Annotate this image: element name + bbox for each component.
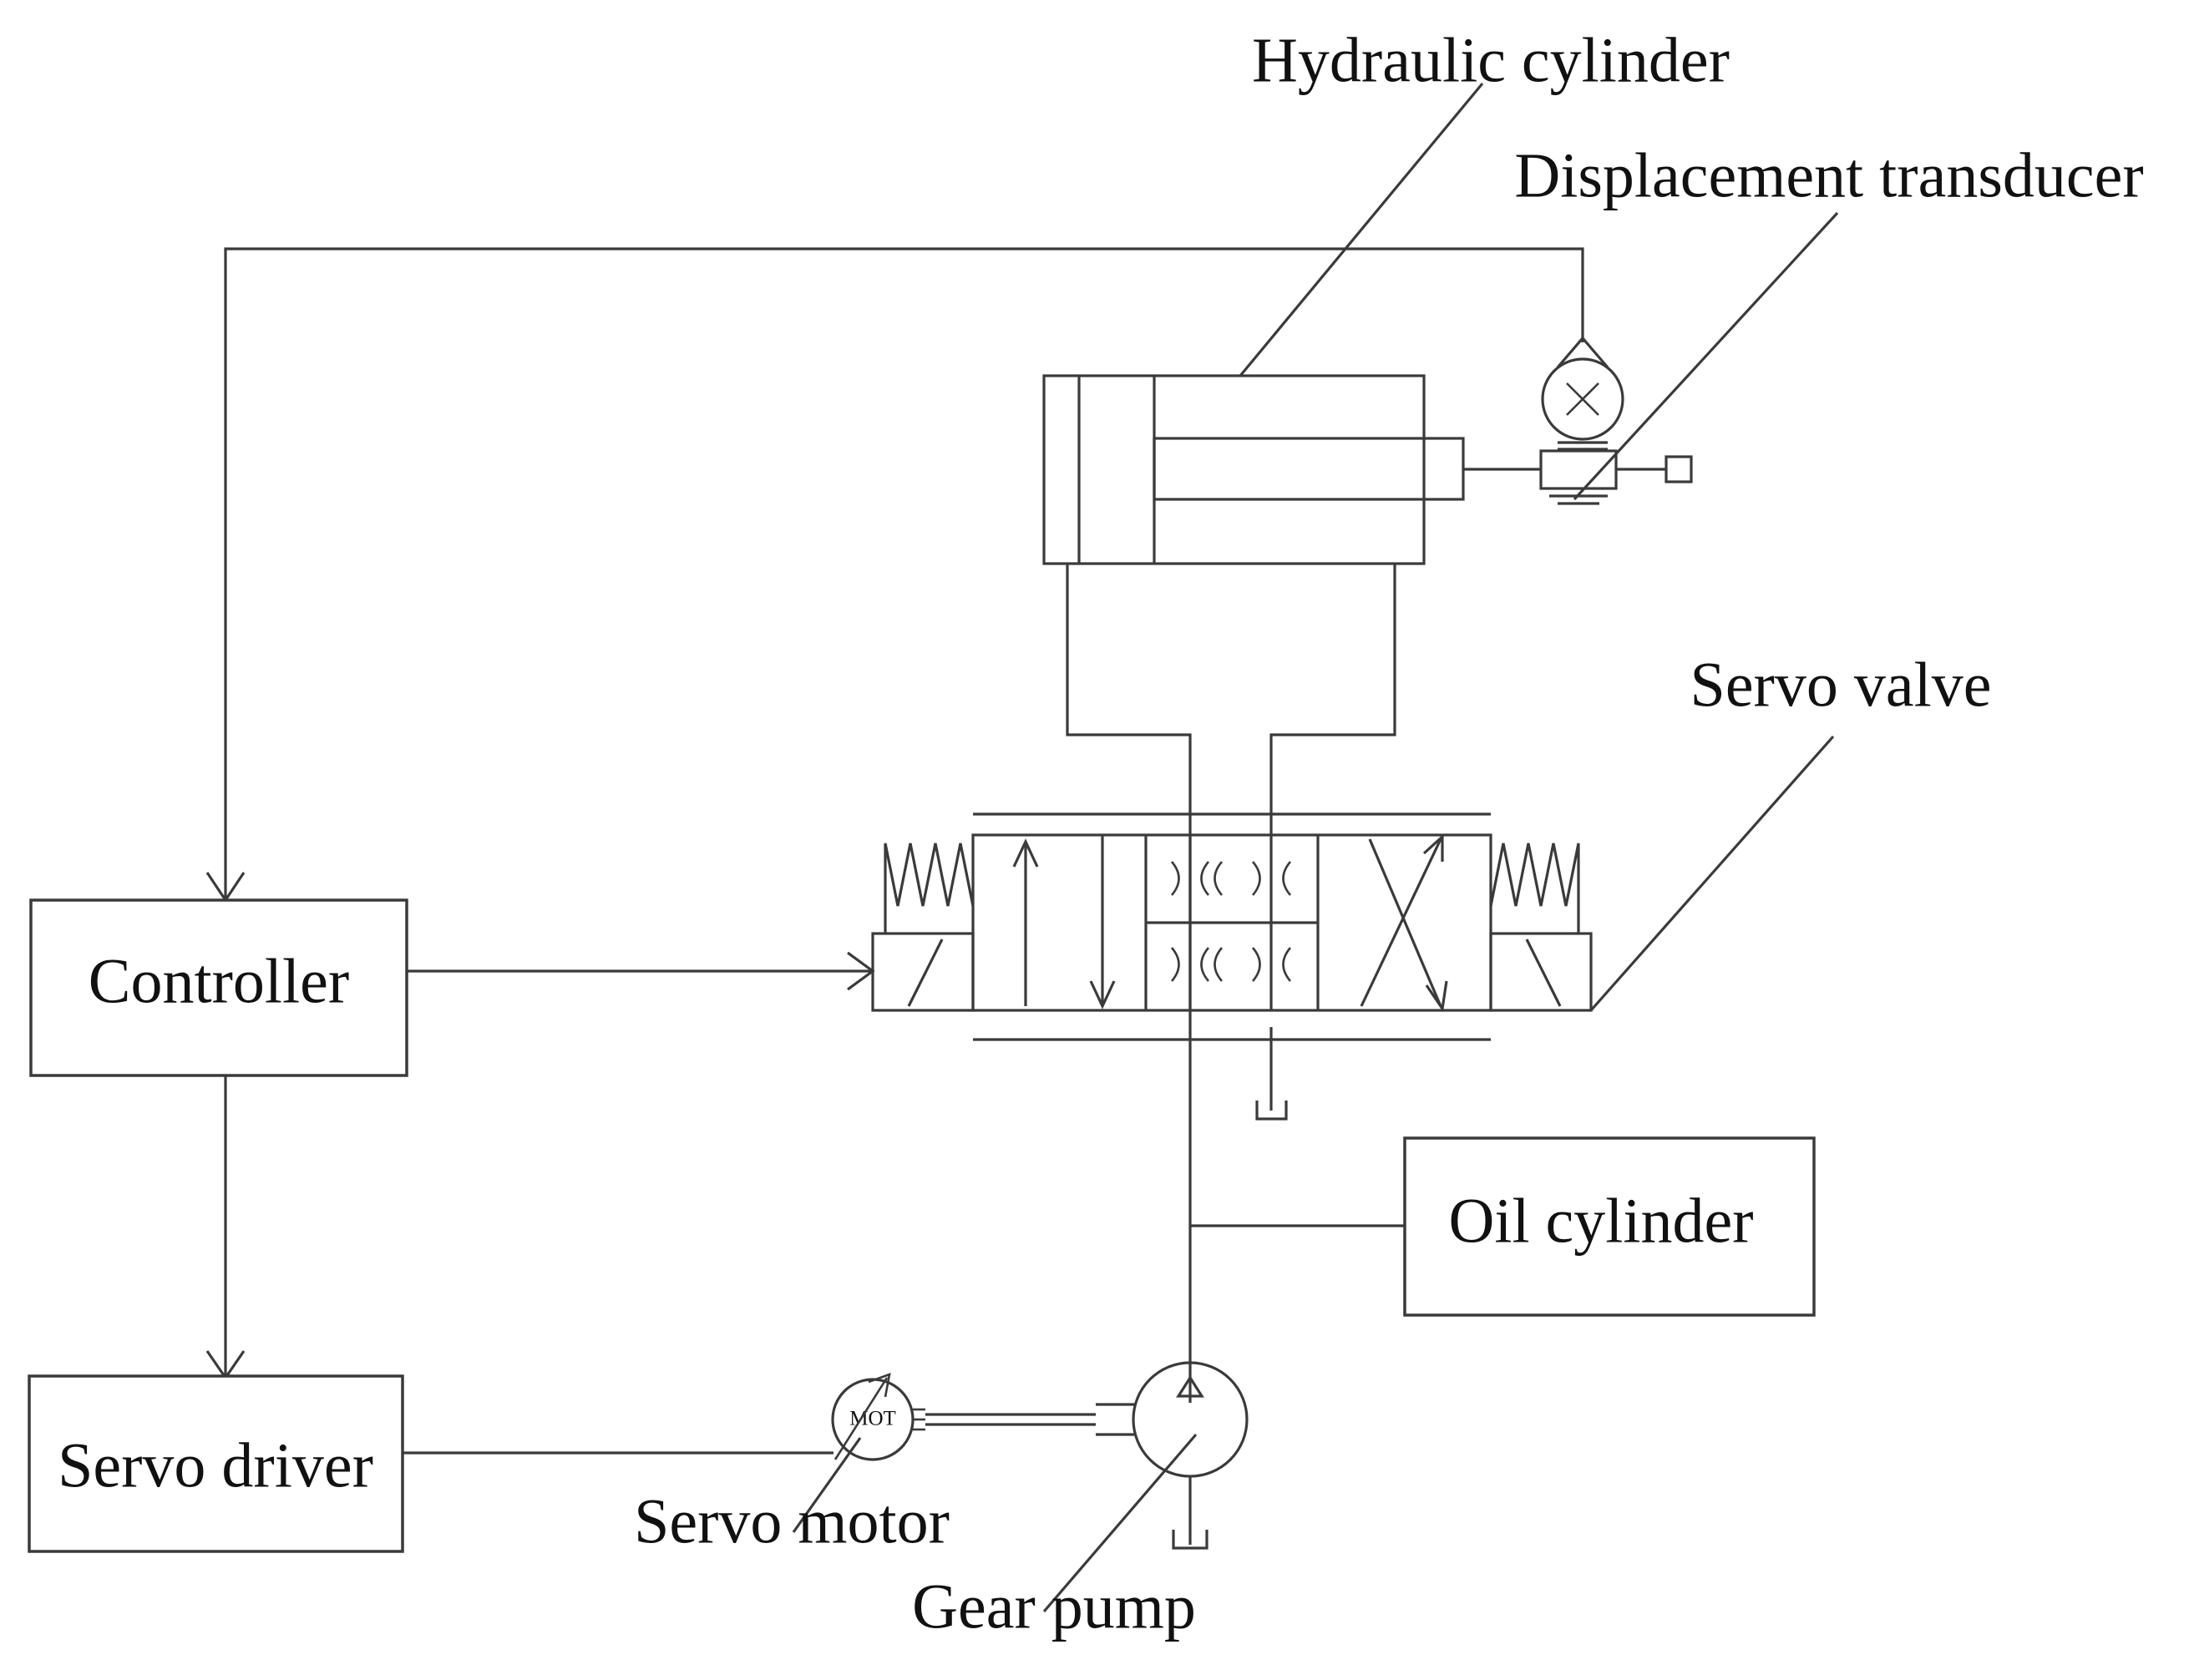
feedback-line <box>205 247 1584 903</box>
controller-to-driver-line <box>205 1075 246 1380</box>
controller-label: Controller <box>89 946 349 1016</box>
motor-to-pump-shaft <box>925 1403 1134 1436</box>
hydraulic-lines <box>1066 564 1405 1403</box>
gear-pump <box>1132 1361 1249 1550</box>
oil-cylinder-block: Oil cylinder <box>1403 1136 1816 1317</box>
displacement-transducer <box>1539 336 1693 505</box>
leader-lines <box>792 82 1839 1613</box>
servo-motor: MOT <box>831 1373 925 1461</box>
gear-pump-label: Gear pump <box>912 1571 1196 1642</box>
servo-driver-block: Servo driver <box>28 1374 404 1553</box>
hydraulic-cylinder <box>1042 374 1541 565</box>
controller-block: Controller <box>29 898 408 1077</box>
controller-to-valve-line <box>407 951 875 991</box>
servo-valve-label: Servo valve <box>1690 650 1992 720</box>
oil-cylinder-label: Oil cylinder <box>1448 1186 1753 1256</box>
servo-driver-label: Servo driver <box>58 1430 373 1500</box>
hydraulic-cylinder-label: Hydraulic cylinder <box>1252 25 1730 95</box>
displacement-transducer-label: Displacement transducer <box>1514 140 2143 210</box>
servo-valve <box>871 812 1593 1041</box>
servo-motor-label: Servo motor <box>634 1486 950 1556</box>
